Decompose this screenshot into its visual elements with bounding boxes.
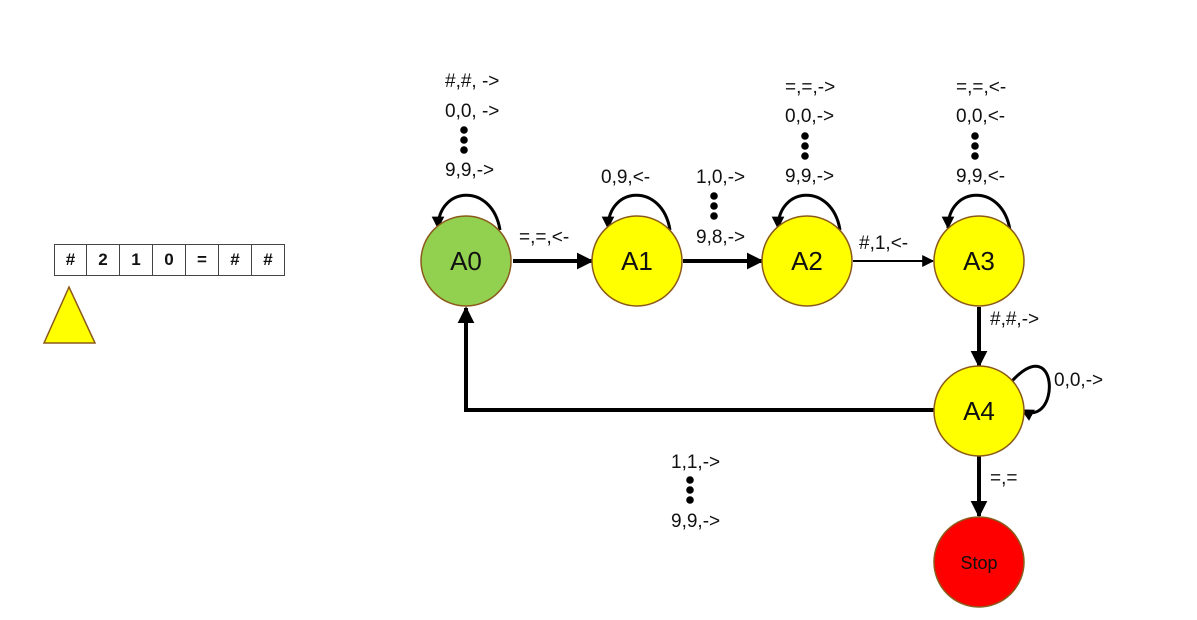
state-a2: A2 <box>761 215 853 307</box>
state-a2-label: A2 <box>791 246 823 276</box>
ellipsis-dots-icon <box>460 126 468 154</box>
label-a3-loop-3: 9,9,<- <box>956 166 1005 187</box>
state-a0-label: A0 <box>450 246 482 276</box>
label-a4-a0-1: 1,1,-> <box>671 452 720 473</box>
state-stop-label: Stop <box>960 553 997 573</box>
tape-cell: 0 <box>153 244 186 276</box>
ellipsis-dots-icon <box>801 132 809 160</box>
state-a4-label: A4 <box>963 396 995 426</box>
label-a1-a2-1: 1,0,-> <box>696 167 745 188</box>
label-a4-a0-2: 9,9,-> <box>671 511 720 532</box>
state-a1-label: A1 <box>621 246 653 276</box>
label-a0-loop-3: 9,9,-> <box>445 160 494 181</box>
ellipsis-dots-icon <box>971 132 979 160</box>
label-a2-a3: #,1,<- <box>859 233 908 254</box>
state-a4: A4 <box>933 365 1025 457</box>
tape-cell: # <box>219 244 252 276</box>
label-a2-loop-2: 0,0,-> <box>785 106 834 127</box>
label-a1-loop: 0,9,<- <box>601 167 650 188</box>
tape-cell: = <box>186 244 219 276</box>
label-a0-a1: =,=,<- <box>519 227 569 248</box>
ellipsis-dots-icon <box>686 476 694 504</box>
tape-cell: 2 <box>87 244 120 276</box>
label-a0-loop-2: 0,0, -> <box>445 101 499 122</box>
state-a0: A0 <box>420 215 512 307</box>
label-a4-stop: =,= <box>990 468 1017 489</box>
state-a3-label: A3 <box>963 246 995 276</box>
label-a3-loop-2: 0,0,<- <box>956 106 1005 127</box>
label-a3-a4: #,#,-> <box>990 309 1039 330</box>
tape-cell: # <box>54 244 87 276</box>
loop-a4 <box>1010 364 1051 421</box>
loop-a2 <box>771 193 842 231</box>
edge-a4-a0 <box>457 306 934 412</box>
tape-head-triangle-icon <box>42 285 97 344</box>
label-a2-loop-1: =,=,-> <box>785 77 835 98</box>
state-a3: A3 <box>933 215 1025 307</box>
ellipsis-dots-icon <box>710 192 718 220</box>
tape-cell: 1 <box>120 244 153 276</box>
label-a1-a2-2: 9,8,-> <box>696 227 745 248</box>
tape-cell: # <box>252 244 285 276</box>
state-a1: A1 <box>591 215 683 307</box>
label-a2-loop-3: 9,9,-> <box>785 166 834 187</box>
loop-a1 <box>601 193 672 231</box>
label-a0-loop-1: #,#, -> <box>445 71 499 92</box>
loop-a3 <box>941 193 1012 231</box>
label-a3-loop-1: =,=,<- <box>956 77 1006 98</box>
loop-a0 <box>431 193 502 231</box>
label-a4-loop: 0,0,-> <box>1054 370 1103 391</box>
state-stop: Stop <box>933 516 1025 608</box>
